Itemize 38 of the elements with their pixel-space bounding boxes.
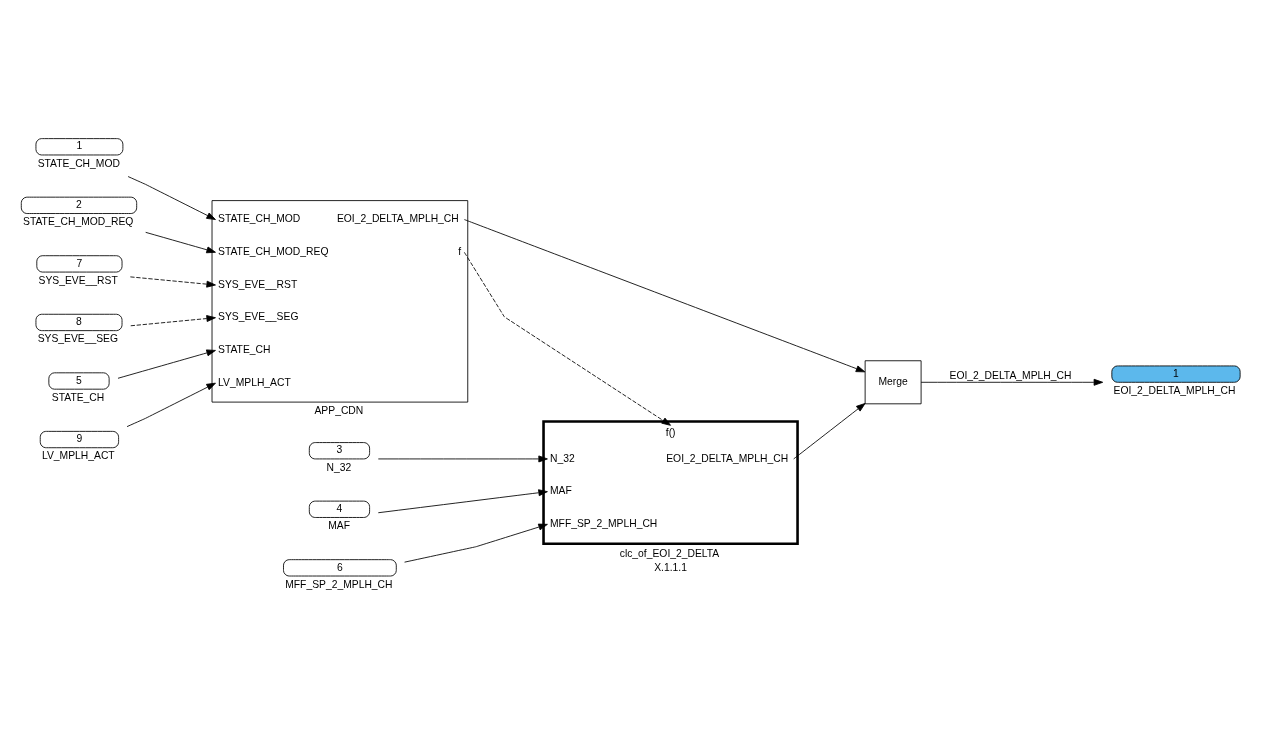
node-box: 8 — [35, 313, 123, 332]
arrow — [117, 349, 216, 379]
arrow — [377, 455, 548, 463]
arrow — [377, 489, 548, 514]
arrow — [126, 382, 216, 428]
node-box: 5 — [48, 372, 110, 390]
node-box: 3 — [308, 442, 371, 460]
node-label: SYS_EVE__SEG — [37, 333, 119, 345]
node-label: EOI_2_DELTA_MPLH_CH — [1113, 385, 1236, 396]
arrow — [920, 378, 1104, 386]
arrow — [463, 219, 866, 373]
node-label: STATE_CH_MOD_REQ — [23, 216, 134, 228]
node-label: SYS_EVE__RST — [38, 274, 118, 286]
arrow — [145, 231, 216, 254]
arrow — [404, 523, 548, 563]
node-box: STATE_CH_MOD EOI_2_DELTA_MPLH_CH STATE_CH_MOD_REQ f SYS_EVE__RST SYS_EVE__SEG STATE_CH LV_MPLH_ACT — [211, 200, 469, 403]
node-box: 7 — [36, 255, 123, 273]
node-box: 1 — [35, 138, 124, 156]
node-label: MAF — [328, 520, 351, 532]
node-label: LV_MPLH_ACT — [41, 450, 115, 462]
node-label: STATE_CH_MOD — [37, 157, 120, 169]
node-box: 9 — [39, 430, 120, 449]
arrow — [130, 315, 216, 327]
node-box: Merge — [864, 360, 922, 405]
edge-label: EOI_2_DELTA_MPLH_CH — [949, 370, 1072, 382]
arrow — [127, 176, 216, 220]
node-box: 2 — [20, 196, 138, 214]
node-label: N_32 — [326, 461, 352, 473]
arrow — [793, 403, 866, 460]
node-label: X.1.1.1 — [654, 562, 687, 574]
arrow — [463, 251, 671, 426]
node-label: clc_of_EOI_2_DELTA — [619, 547, 720, 559]
node-label: APP_CDN — [314, 404, 364, 416]
node-label: MFF_SP_2_MPLH_CH — [285, 578, 393, 590]
node-label: STATE_CH — [51, 391, 105, 403]
node-box: 4 — [308, 500, 371, 518]
node-box: 6 — [283, 559, 397, 577]
arrow — [129, 276, 216, 288]
